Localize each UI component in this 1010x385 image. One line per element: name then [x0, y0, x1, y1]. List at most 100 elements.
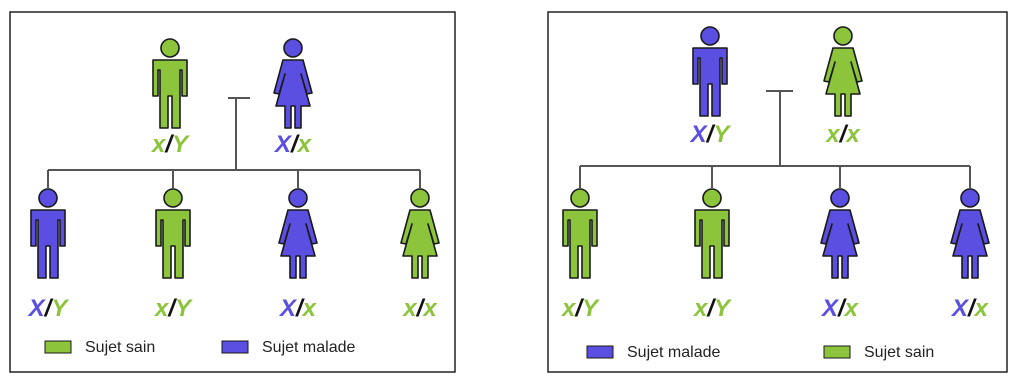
body: [562, 209, 598, 279]
allele: X: [273, 131, 293, 158]
body: [692, 47, 728, 117]
allele: x: [560, 295, 577, 322]
allele: x: [150, 131, 167, 158]
parent-mother: x/x: [823, 26, 863, 148]
body: [278, 209, 318, 279]
allele: Y: [714, 295, 732, 322]
head: [960, 188, 980, 208]
legend-item-sain: Sujet sain: [44, 339, 155, 356]
body: [152, 59, 188, 129]
head: [570, 188, 590, 208]
child-2: x/Y: [692, 188, 732, 322]
genotype-separator: /: [295, 295, 305, 322]
child-3: X/x: [278, 188, 318, 322]
allele: Y: [713, 121, 731, 148]
genotype-separator: /: [706, 121, 716, 148]
head: [830, 188, 850, 208]
panel-frame: [9, 11, 456, 373]
body: [950, 209, 990, 279]
parent-father: X/Y: [689, 26, 731, 148]
genotype-separator: /: [290, 131, 300, 158]
allele: x: [301, 295, 318, 322]
head: [700, 26, 720, 46]
allele: x: [153, 295, 170, 322]
legend-swatch: [586, 345, 614, 359]
genotype-label: X/x: [273, 131, 313, 158]
allele: x: [401, 295, 418, 322]
genotype-separator: /: [706, 295, 716, 322]
legend-swatch: [221, 340, 249, 354]
genotype-label: X/x: [950, 295, 990, 322]
allele: x: [844, 121, 861, 148]
allele: Y: [582, 295, 600, 322]
child-1: X/Y: [27, 188, 70, 322]
genotype-label: x/x: [401, 295, 438, 322]
legend-label: Sujet sain: [85, 339, 155, 356]
allele: x: [692, 295, 709, 322]
parent-mother: X/x: [273, 38, 313, 158]
genotype-separator: /: [164, 131, 174, 158]
body: [823, 47, 863, 117]
body: [400, 209, 440, 279]
legend-item-sain: Sujet sain: [823, 344, 934, 361]
genotype-separator: /: [167, 295, 177, 322]
legend-label: Sujet sain: [864, 344, 934, 361]
body: [30, 209, 66, 279]
head: [38, 188, 58, 208]
legend-swatch: [823, 345, 851, 359]
genotype-label: x/Y: [153, 295, 193, 322]
legend-label: Sujet malade: [262, 339, 355, 356]
head: [283, 38, 303, 58]
allele: X: [27, 295, 47, 322]
child-1: x/Y: [560, 188, 600, 322]
head: [702, 188, 722, 208]
genotype-separator: /: [416, 295, 426, 322]
legend-item-malade: Sujet malade: [221, 339, 355, 356]
genotype-separator: /: [839, 121, 849, 148]
allele: x: [973, 295, 990, 322]
genotype-label: x/Y: [692, 295, 732, 322]
body: [820, 209, 860, 279]
genotype-label: x/Y: [560, 295, 600, 322]
allele: x: [296, 131, 313, 158]
genotype-label: x/Y: [150, 131, 190, 158]
legend-label: Sujet malade: [627, 344, 720, 361]
genotype-label: X/x: [278, 295, 318, 322]
allele: x: [421, 295, 438, 322]
child-3: X/x: [820, 188, 860, 322]
genotype-label: X/x: [820, 295, 860, 322]
genotype-separator: /: [44, 295, 54, 322]
body: [155, 209, 191, 279]
head: [160, 38, 180, 58]
head: [163, 188, 183, 208]
genotype-separator: /: [967, 295, 977, 322]
child-4: X/x: [950, 188, 990, 322]
allele: x: [843, 295, 860, 322]
genotype-label: x/x: [824, 121, 861, 148]
allele: X: [278, 295, 298, 322]
legend-swatch: [44, 340, 72, 354]
allele: X: [820, 295, 840, 322]
body: [694, 209, 730, 279]
panel-frame: [547, 11, 1008, 373]
head: [833, 26, 853, 46]
allele: Y: [51, 295, 69, 322]
allele: x: [824, 121, 841, 148]
child-2: x/Y: [153, 188, 193, 322]
body: [273, 59, 313, 129]
genotype-separator: /: [837, 295, 847, 322]
parent-father: x/Y: [150, 38, 190, 158]
allele: Y: [172, 131, 190, 158]
head: [288, 188, 308, 208]
allele: Y: [175, 295, 193, 322]
legend-item-malade: Sujet malade: [586, 344, 720, 361]
allele: X: [689, 121, 709, 148]
child-4: x/x: [400, 188, 440, 322]
genotype-label: X/Y: [27, 295, 70, 322]
head: [410, 188, 430, 208]
genotype-separator: /: [574, 295, 584, 322]
allele: X: [950, 295, 970, 322]
